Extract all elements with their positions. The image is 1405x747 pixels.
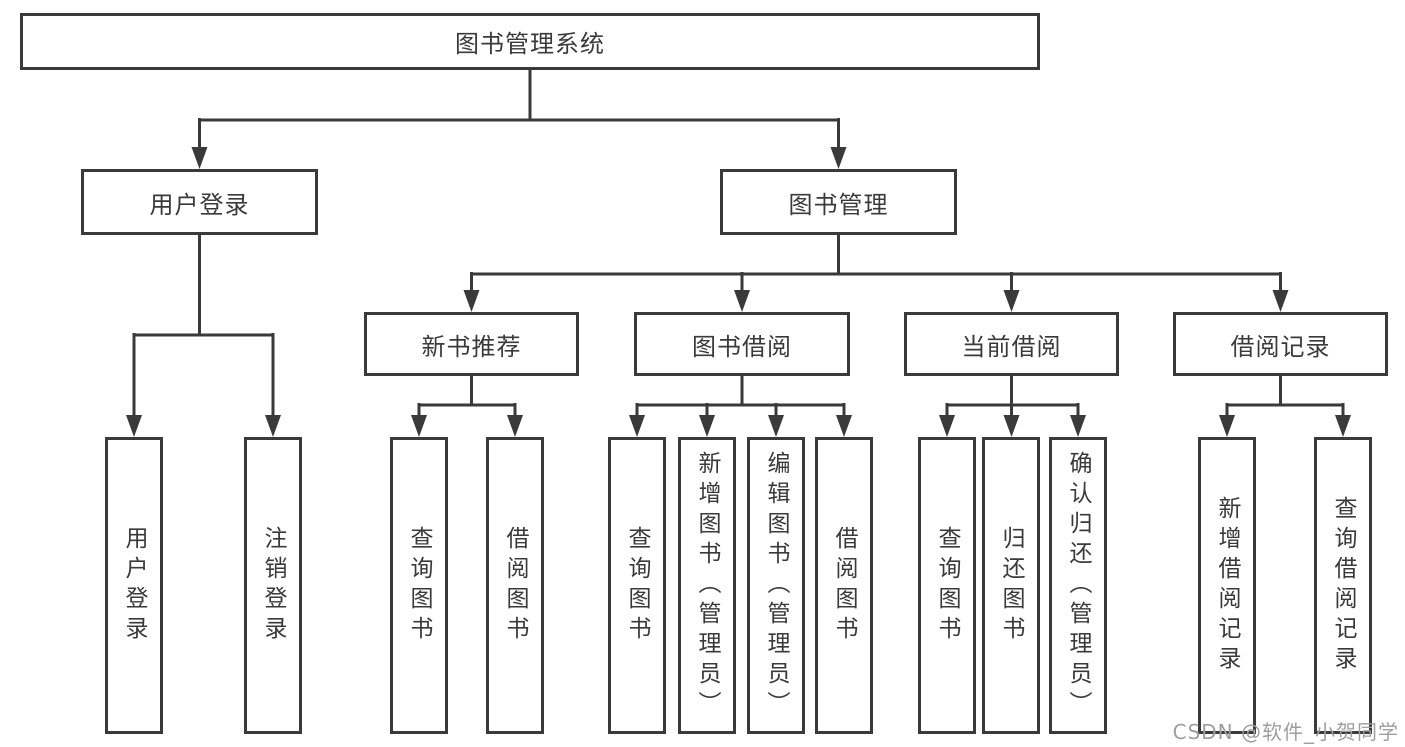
leaf-user-login-label: 用户登录 (121, 525, 147, 646)
leaf-borrow-edit-books-admin-label: 编辑图书（管理员） (763, 450, 789, 721)
node-root-label: 图书管理系统 (455, 30, 605, 58)
node-book-borrow-label: 图书借阅 (692, 332, 792, 361)
csdn-watermark: CSDN @软件_小贺同学 (1172, 720, 1399, 744)
node-book-management-label: 图书管理 (788, 190, 889, 219)
node-current-borrow: 当前借阅 (904, 312, 1119, 376)
leaf-records-query-record: 查询借阅记录 (1314, 437, 1372, 734)
leaf-borrow-add-books-admin: 新增图书（管理员） (678, 437, 736, 734)
node-new-book-recommend: 新书推荐 (364, 312, 579, 376)
leaf-current-confirm-return-admin: 确认归还（管理员） (1049, 437, 1107, 734)
leaf-recommend-query-books: 查询图书 (390, 437, 448, 734)
node-borrow-records: 借阅记录 (1173, 312, 1388, 376)
leaf-records-add-record-label: 新增借阅记录 (1214, 495, 1240, 676)
leaf-borrow-query-books: 查询图书 (608, 437, 666, 734)
leaf-borrow-borrow-books: 借阅图书 (815, 437, 873, 734)
node-user-login: 用户登录 (81, 169, 318, 235)
leaf-current-query-books-label: 查询图书 (934, 525, 960, 646)
leaf-current-return-books: 归还图书 (982, 437, 1040, 734)
leaf-borrow-borrow-books-label: 借阅图书 (831, 525, 857, 646)
leaf-logout-label: 注销登录 (260, 525, 286, 646)
leaf-borrow-edit-books-admin: 编辑图书（管理员） (747, 437, 805, 734)
leaf-recommend-borrow-books-label: 借阅图书 (502, 525, 528, 646)
leaf-borrow-query-books-label: 查询图书 (624, 525, 650, 646)
node-current-borrow-label: 当前借阅 (961, 332, 1062, 361)
node-book-management: 图书管理 (720, 169, 957, 235)
node-user-login-label: 用户登录 (149, 190, 250, 219)
leaf-recommend-query-books-label: 查询图书 (406, 525, 432, 646)
leaf-records-add-record: 新增借阅记录 (1198, 437, 1256, 734)
leaf-recommend-borrow-books: 借阅图书 (486, 437, 544, 734)
leaf-logout: 注销登录 (244, 437, 302, 734)
node-book-borrow: 图书借阅 (634, 312, 850, 376)
node-borrow-records-label: 借阅记录 (1230, 332, 1331, 361)
leaf-user-login: 用户登录 (105, 437, 163, 734)
leaf-borrow-add-books-admin-label: 新增图书（管理员） (694, 450, 720, 721)
leaf-current-confirm-return-admin-label: 确认归还（管理员） (1065, 450, 1091, 721)
leaf-current-return-books-label: 归还图书 (998, 525, 1024, 646)
node-new-book-recommend-label: 新书推荐 (421, 332, 522, 361)
leaf-records-query-record-label: 查询借阅记录 (1330, 495, 1356, 676)
leaf-current-query-books: 查询图书 (918, 437, 976, 734)
node-root: 图书管理系统 (20, 13, 1040, 70)
